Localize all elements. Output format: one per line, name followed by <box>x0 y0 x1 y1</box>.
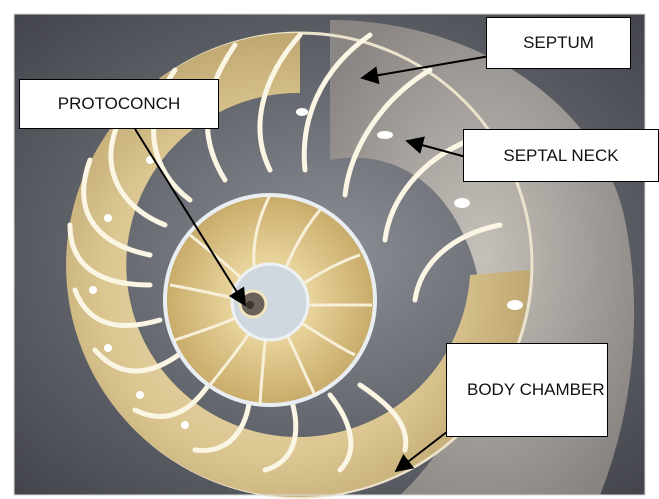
label-body-chamber-text: BODY CHAMBER <box>467 374 605 406</box>
label-body-chamber: BODY CHAMBER <box>446 343 608 437</box>
label-septum: SEPTUM <box>486 17 631 69</box>
label-protoconch: PROTOCONCH <box>19 79 219 129</box>
label-protoconch-text: PROTOCONCH <box>58 94 180 114</box>
label-septum-text: SEPTUM <box>523 33 594 53</box>
label-septal-neck: SEPTAL NECK <box>463 129 659 182</box>
inner-whorl <box>165 195 375 405</box>
label-septal-neck-text: SEPTAL NECK <box>503 146 618 166</box>
